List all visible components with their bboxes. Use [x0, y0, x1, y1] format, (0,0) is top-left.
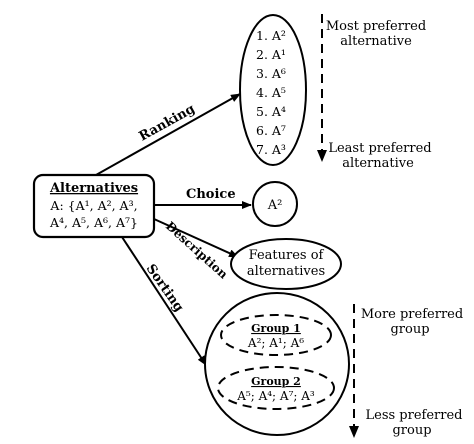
sorting-preference-arrowhead: [349, 426, 359, 438]
description-node: Features of alternatives: [230, 238, 342, 290]
description-edge-label: Description: [163, 219, 231, 282]
ranking-item: 1. A²: [256, 28, 286, 43]
group1-members: A²; A¹; A⁶: [247, 336, 304, 350]
description-line1: Features of: [249, 248, 325, 263]
ranking-preference-arrowhead: [317, 150, 327, 162]
choice-edge-label: Choice: [186, 187, 236, 202]
group2-title: Group 2: [251, 375, 301, 388]
ranking-item: 2. A¹: [256, 47, 286, 62]
choice-result: A²: [267, 198, 283, 213]
choice-node: A²: [252, 181, 298, 227]
alternatives-set-line2: A⁴, A⁵, A⁶, A⁷}: [49, 215, 138, 230]
ranking-top-label: Most preferred: [326, 19, 426, 34]
ranking-top-label: alternative: [340, 34, 412, 49]
alternatives-set-line1: A: {A¹, A², A³,: [49, 198, 137, 213]
ranking-ellipse: [239, 14, 307, 166]
description-line2: alternatives: [247, 264, 325, 279]
group1-title: Group 1: [251, 322, 301, 335]
ranking-item: 4. A⁵: [256, 85, 286, 100]
ranking-item: 3. A⁶: [256, 66, 286, 81]
alternatives-title: Alternatives: [49, 181, 138, 196]
sorting-bottom-label: Less preferred: [366, 408, 463, 423]
sorting-ellipse: [204, 292, 350, 436]
sorting-arrow: [121, 236, 207, 366]
ranking-arrow: [95, 93, 241, 176]
ranking-item: 7. A³: [256, 142, 286, 157]
ranking-node: 1. A² 2. A¹ 3. A⁶ 4. A⁵ 5. A⁴ 6. A⁷ 7. A…: [239, 14, 307, 166]
ranking-item: 5. A⁴: [256, 104, 286, 119]
group2-ellipse: [217, 366, 335, 410]
sorting-top-label: More preferred: [361, 307, 463, 322]
choice-circle: [252, 181, 298, 227]
alternatives-node: Alternatives A: {A¹, A², A³, A⁴, A⁵, A⁶,…: [32, 173, 156, 239]
sorting-bottom-label: group: [392, 423, 431, 438]
ranking-bottom-label: alternative: [342, 156, 414, 171]
group1-ellipse: [220, 314, 332, 356]
sorting-edge-label: Sorting: [143, 262, 186, 315]
description-arrow: [153, 218, 239, 258]
ranking-item: 6. A⁷: [256, 123, 286, 138]
sorting-node: Group 1 A²; A¹; A⁶ Group 2 A⁵; A⁴; A⁷; A…: [204, 292, 350, 436]
description-ellipse: [230, 238, 342, 290]
ranking-bottom-label: Least preferred: [328, 141, 431, 156]
group2-members: A⁵; A⁴; A⁷; A³: [236, 389, 315, 403]
sorting-top-label: group: [390, 322, 429, 337]
